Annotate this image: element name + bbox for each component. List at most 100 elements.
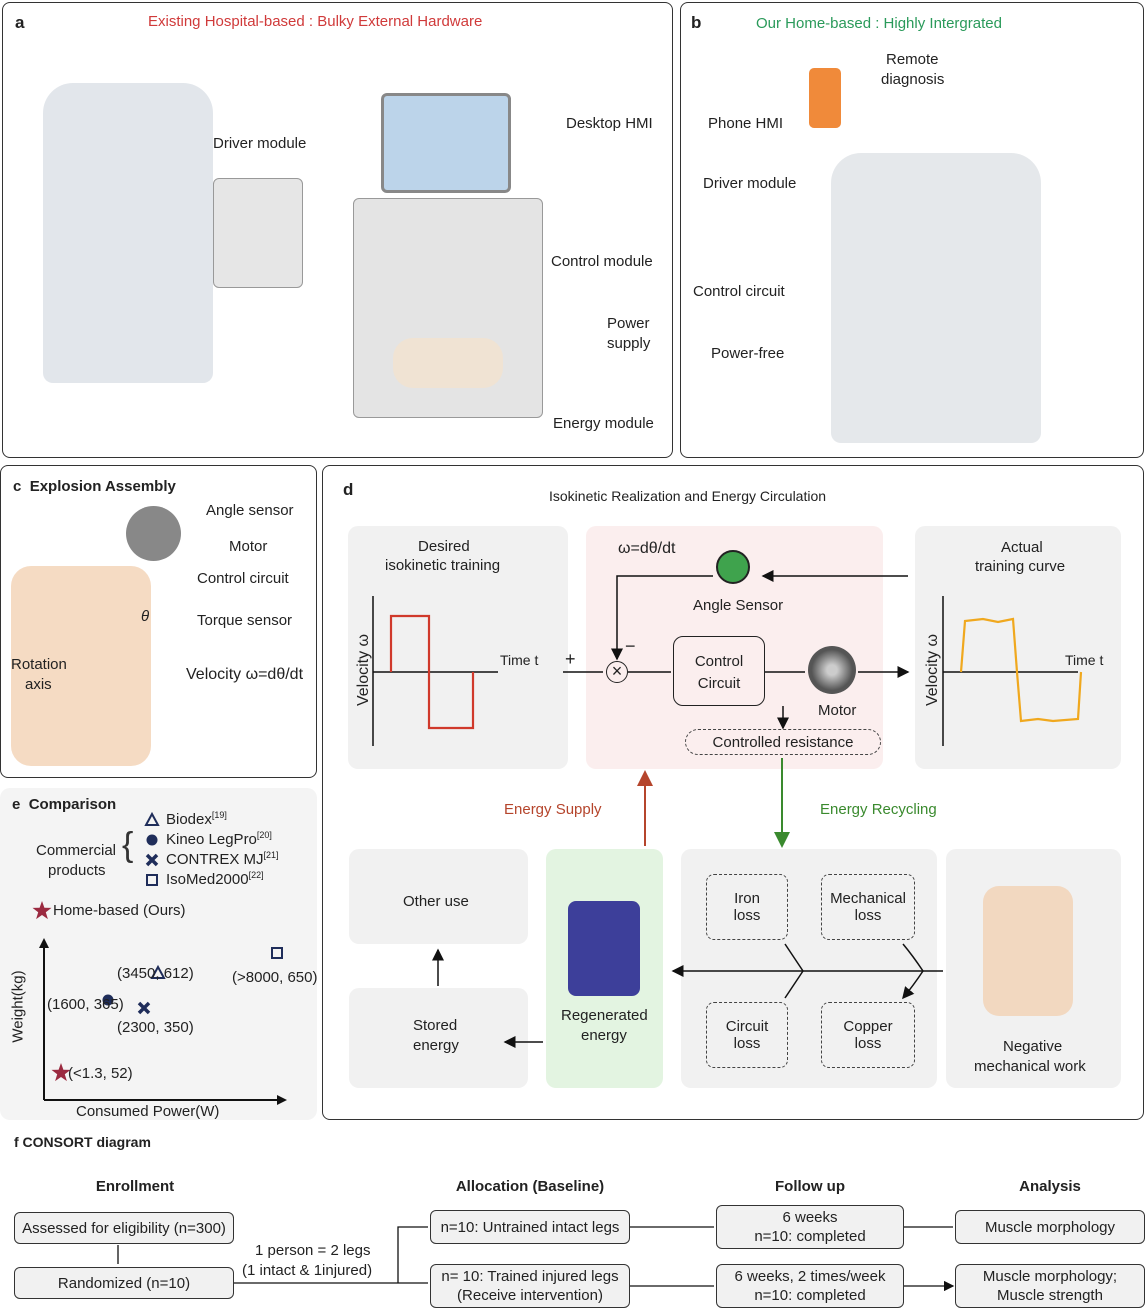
actual-title: Actual	[1001, 539, 1043, 556]
trained-box: n= 10: Trained injured legs(Receive inte…	[430, 1264, 630, 1308]
label-control-circuit: Control circuit	[693, 283, 785, 300]
stored-energy-box	[349, 988, 528, 1088]
angle-sensor-icon	[716, 550, 750, 584]
x-axis-label: Consumed Power(W)	[76, 1103, 220, 1120]
label-products: products	[48, 862, 106, 879]
panel-e: e Comparison Commercial products { Biode…	[0, 788, 317, 1120]
patient-chair-illustration	[43, 83, 213, 383]
legend-isomed2000: IsoMed2000[22]	[166, 870, 264, 888]
label-axis: axis	[25, 676, 52, 693]
label-desktop-hmi: Desktop HMI	[566, 115, 653, 132]
data-label: (2300, 350)	[117, 1019, 194, 1036]
motor-illustration	[126, 506, 181, 561]
label-control-module: Control module	[551, 253, 653, 270]
split-label-2: (1 intact & 1injured)	[242, 1262, 373, 1279]
label-diagnosis: diagnosis	[881, 71, 945, 88]
panel-title: Existing Hospital-based : Bulky External…	[148, 13, 483, 30]
label-energy-module: Energy module	[553, 415, 654, 432]
label-control-circuit: Control circuit	[197, 570, 289, 587]
phone-illustration	[809, 68, 841, 128]
motor-icon	[808, 646, 856, 694]
label-supply: supply	[607, 335, 651, 352]
comparison-scatter: (3450, 612)(1600, 365)(2300, 350)(>8000,…	[32, 811, 317, 1105]
label-theta: θ	[141, 608, 150, 625]
actual-curve-box	[915, 526, 1121, 769]
panel-title: Our Home-based : Highly Intergrated	[756, 15, 1002, 32]
legend-home-based-ours-: Home-based (Ours)	[53, 902, 186, 919]
negative-label: Negative	[1003, 1038, 1063, 1055]
panel-title: Isokinetic Realization and Energy Circul…	[549, 488, 827, 504]
home-device-chair-illustration	[831, 153, 1041, 443]
data-label: (<1.3, 52)	[68, 1065, 133, 1082]
desired-curve	[389, 614, 475, 730]
leg-motor-illustration	[983, 886, 1073, 1016]
panel-letter: e	[12, 796, 21, 813]
analysis-1-box: Muscle morphology	[955, 1210, 1145, 1244]
control-label: Control	[694, 653, 744, 670]
regenerated-label: Regenerated	[561, 1007, 648, 1024]
assessed-box: Assessed for eligibility (n=300)	[14, 1212, 234, 1244]
battery-icon	[568, 901, 640, 996]
energy-recycling-label: Energy Recycling	[820, 801, 937, 818]
plus-sign: +	[565, 649, 576, 669]
legend-biodex: Biodex[19]	[166, 810, 227, 828]
brace: {	[122, 826, 134, 864]
regenerated-energy-label: energy	[581, 1027, 627, 1044]
minus-sign: −	[625, 636, 636, 656]
legend-home-based-ours--marker	[32, 901, 52, 920]
circuit-label: Circuit	[697, 675, 741, 692]
label-driver-module: Driver module	[213, 135, 307, 152]
label-power-free: Power-free	[711, 345, 785, 362]
panel-d: d Isokinetic Realization and Energy Circ…	[322, 465, 1144, 1120]
actual-curve	[959, 617, 1083, 723]
randomized-box: Randomized (n=10)	[14, 1267, 234, 1299]
data-point	[271, 947, 283, 959]
label-phone-hmi: Phone HMI	[708, 115, 784, 132]
panel-title-text: Comparison	[28, 796, 117, 813]
header-analysis: Analysis	[1019, 1178, 1081, 1195]
x-axis-label-actual: Time t	[1065, 652, 1104, 668]
controlled-resistance: Controlled resistance	[685, 729, 881, 755]
label-angle-sensor: Angle sensor	[206, 502, 294, 519]
energy-module-illustration	[393, 338, 503, 388]
analysis-2-box: Muscle morphology;Muscle strength	[955, 1264, 1145, 1308]
actual-subtitle: training curve	[975, 558, 1066, 575]
y-axis-label: Weight(kg)	[9, 970, 27, 1043]
driver-module-illustration	[213, 178, 303, 288]
data-point	[137, 1001, 151, 1015]
label-remote: Remote	[886, 51, 939, 68]
legend-kineo-legpro-marker	[146, 834, 158, 846]
label-rotation: Rotation	[11, 656, 67, 673]
label-driver-module: Driver module	[703, 175, 797, 192]
energy-label: energy	[413, 1037, 459, 1054]
data-point	[102, 994, 114, 1006]
panel-title: c Explosion Assembly	[13, 478, 176, 495]
label-torque-sensor: Torque sensor	[197, 612, 293, 629]
split-label-1: 1 person = 2 legs	[255, 1242, 371, 1259]
label-motor: Motor	[229, 538, 268, 555]
stored-label: Stored	[413, 1017, 458, 1034]
summing-junction-icon: ×	[606, 661, 628, 683]
panel-title-text: Explosion Assembly	[29, 478, 176, 495]
losses-box	[681, 849, 937, 1088]
desired-title: Desired	[418, 538, 470, 555]
data-label: (>8000, 650)	[232, 969, 317, 986]
mechanical-work-label: mechanical work	[974, 1058, 1086, 1075]
panel-letter: a	[15, 13, 25, 32]
panel-a: a Existing Hospital-based : Bulky Extern…	[2, 2, 673, 458]
legend-contrex-mj-marker	[145, 853, 159, 867]
label-commercial: Commercial	[36, 842, 117, 859]
header-follow-up: Follow up	[775, 1178, 845, 1195]
angle-sensor-label: Angle Sensor	[693, 597, 784, 614]
legend-contrex-mj: CONTREX MJ[21]	[166, 850, 279, 868]
data-label: (1600, 365)	[47, 996, 124, 1013]
data-point	[51, 1063, 71, 1082]
legend-biodex-marker	[144, 811, 160, 826]
label-power: Power	[607, 315, 650, 332]
